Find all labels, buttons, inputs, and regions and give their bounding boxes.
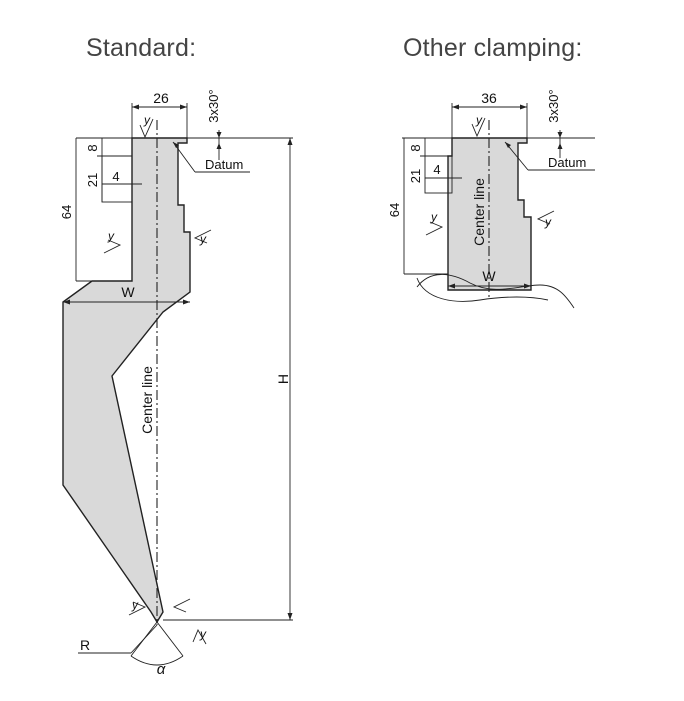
standard-height-dim (163, 137, 293, 621)
other-dim-8-label: 8 (408, 144, 423, 151)
standard-y-mark: y (199, 627, 207, 641)
standard-y-mark: y (199, 232, 207, 246)
standard-width-label: W (121, 284, 135, 300)
standard-surface-marks (103, 118, 212, 645)
other-y-mark: y (430, 210, 438, 224)
other-y-mark: y (475, 113, 483, 127)
standard-dim-8-label: 8 (85, 144, 100, 151)
standard-datum-label: Datum (205, 157, 243, 172)
standard-top-width-dim (131, 103, 188, 138)
standard-tool-profile (62, 137, 191, 624)
standard-angle-label: α (157, 661, 166, 678)
standard-dim-64 (75, 138, 132, 282)
other-dim-4-label: 4 (433, 162, 440, 177)
standard-dim-4-label: 4 (112, 169, 119, 184)
standard-drawing: Center line 26 3x30° Datum 8 (59, 89, 293, 678)
standard-y-mark: y (107, 229, 115, 243)
standard-dim-21-label: 21 (85, 173, 100, 187)
other-dim-21-label: 21 (408, 169, 423, 183)
other-break-line (416, 274, 575, 309)
other-center-line-label: Center line (471, 178, 487, 246)
standard-top-width-label: 26 (153, 90, 169, 106)
standard-angle-dim (130, 621, 184, 666)
other-datum-label: Datum (548, 155, 586, 170)
other-top-width-label: 36 (481, 90, 497, 106)
standard-y-mark: y (131, 598, 139, 612)
standard-radius-label: R (80, 637, 90, 653)
standard-datum-leader (172, 141, 250, 173)
standard-y-mark: y (143, 113, 151, 127)
other-chamfer-dim (557, 130, 563, 158)
other-datum-leader (504, 141, 595, 171)
standard-center-line-label: Center line (139, 366, 155, 434)
other-surface-marks (425, 117, 555, 236)
other-width-label: W (482, 268, 496, 284)
standard-chamfer-dim (216, 130, 222, 160)
standard-chamfer-label: 3x30° (206, 89, 221, 122)
other-break-line-lower (416, 277, 549, 302)
other-dim-64-label: 64 (387, 203, 402, 217)
standard-width-dim (63, 299, 190, 305)
standard-dim-64-label: 64 (59, 205, 74, 219)
other-clamping-title: Other clamping: (403, 34, 583, 62)
other-y-mark: y (544, 215, 552, 229)
other-chamfer-label: 3x30° (546, 89, 561, 122)
other-top-width-dim (451, 103, 528, 138)
other-clamp-slot (424, 155, 453, 194)
standard-dim-8 (97, 138, 132, 157)
standard-height-label: H (275, 374, 291, 384)
other-width-dim (448, 283, 531, 289)
other-clamping-drawing: Center line 36 3x30° Datum 8 21 (387, 89, 595, 309)
standard-title: Standard: (86, 34, 197, 62)
